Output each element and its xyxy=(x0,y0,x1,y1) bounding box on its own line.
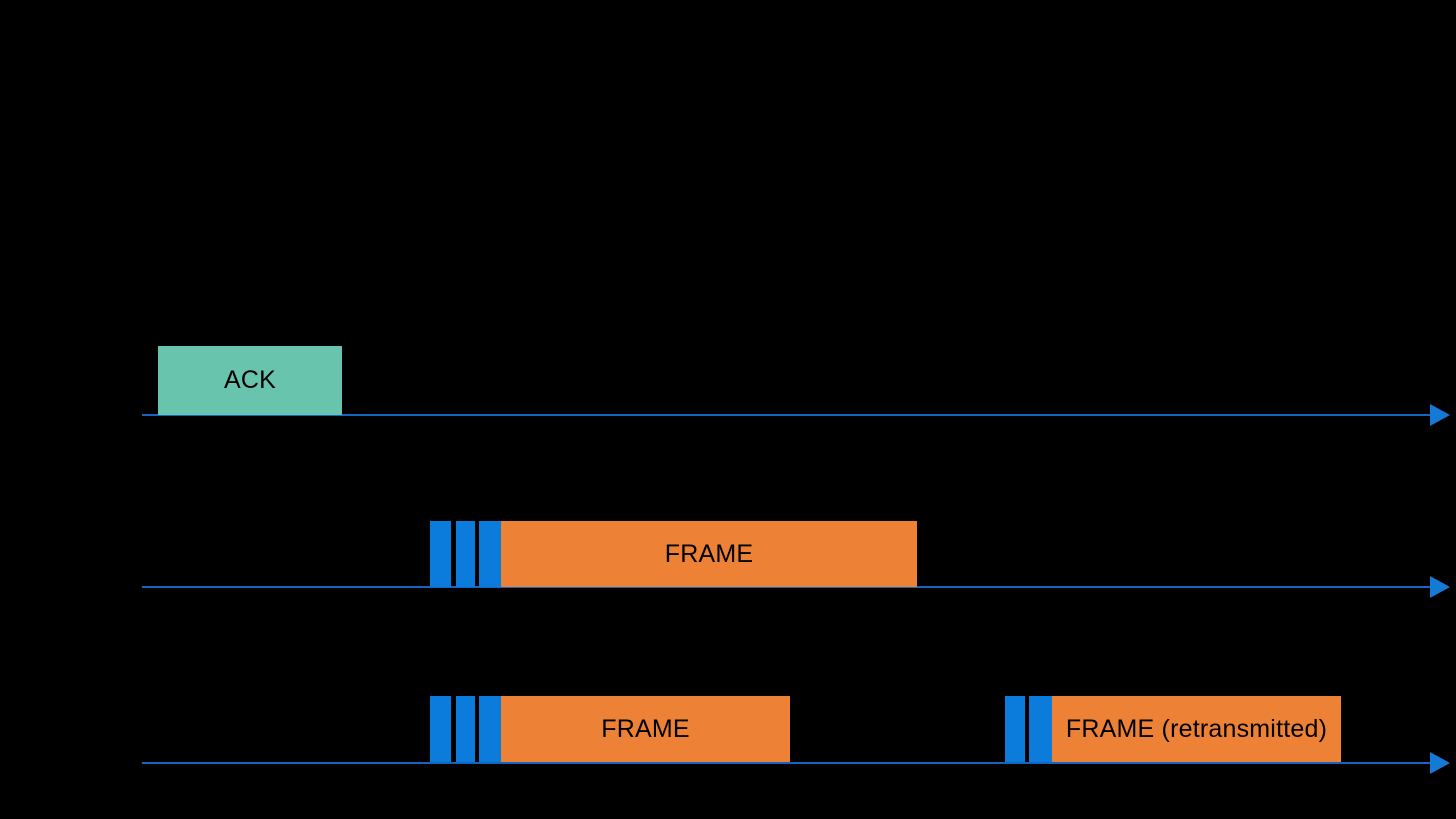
retransmitted-frame-block: FRAME (retransmitted) xyxy=(1052,696,1341,762)
frame-header-bar-3 xyxy=(479,521,501,587)
frame-timeline-axis-line xyxy=(142,586,1434,588)
retransmit-second-header-bar-1 xyxy=(1005,696,1025,762)
retransmit-header-bar-3 xyxy=(479,696,501,762)
retransmit-second-header-bar-2 xyxy=(1029,696,1052,762)
frame-header-bar-1 xyxy=(430,521,451,587)
frame-header-bar-2 xyxy=(456,521,475,587)
ack-block-label: ACK xyxy=(223,366,276,394)
frame-payload-block-label: FRAME xyxy=(664,539,754,568)
ack-timeline-axis-arrow-icon xyxy=(1430,404,1450,426)
retransmit-timeline-axis-line xyxy=(142,762,1434,764)
retransmit-timeline-axis-arrow-icon xyxy=(1430,752,1450,774)
retransmitted-frame-block-label: FRAME (retransmitted) xyxy=(1065,714,1328,743)
retransmit-first-frame-block: FRAME xyxy=(501,696,790,762)
ack-block: ACK xyxy=(158,346,342,415)
frame-timeline-axis-arrow-icon xyxy=(1430,576,1450,598)
ack-timeline-axis-line xyxy=(142,414,1434,416)
frame-payload-block: FRAME xyxy=(501,521,917,587)
retransmit-first-frame-block-label: FRAME xyxy=(601,714,690,743)
retransmit-header-bar-2 xyxy=(456,696,475,762)
retransmit-header-bar-1 xyxy=(430,696,451,762)
